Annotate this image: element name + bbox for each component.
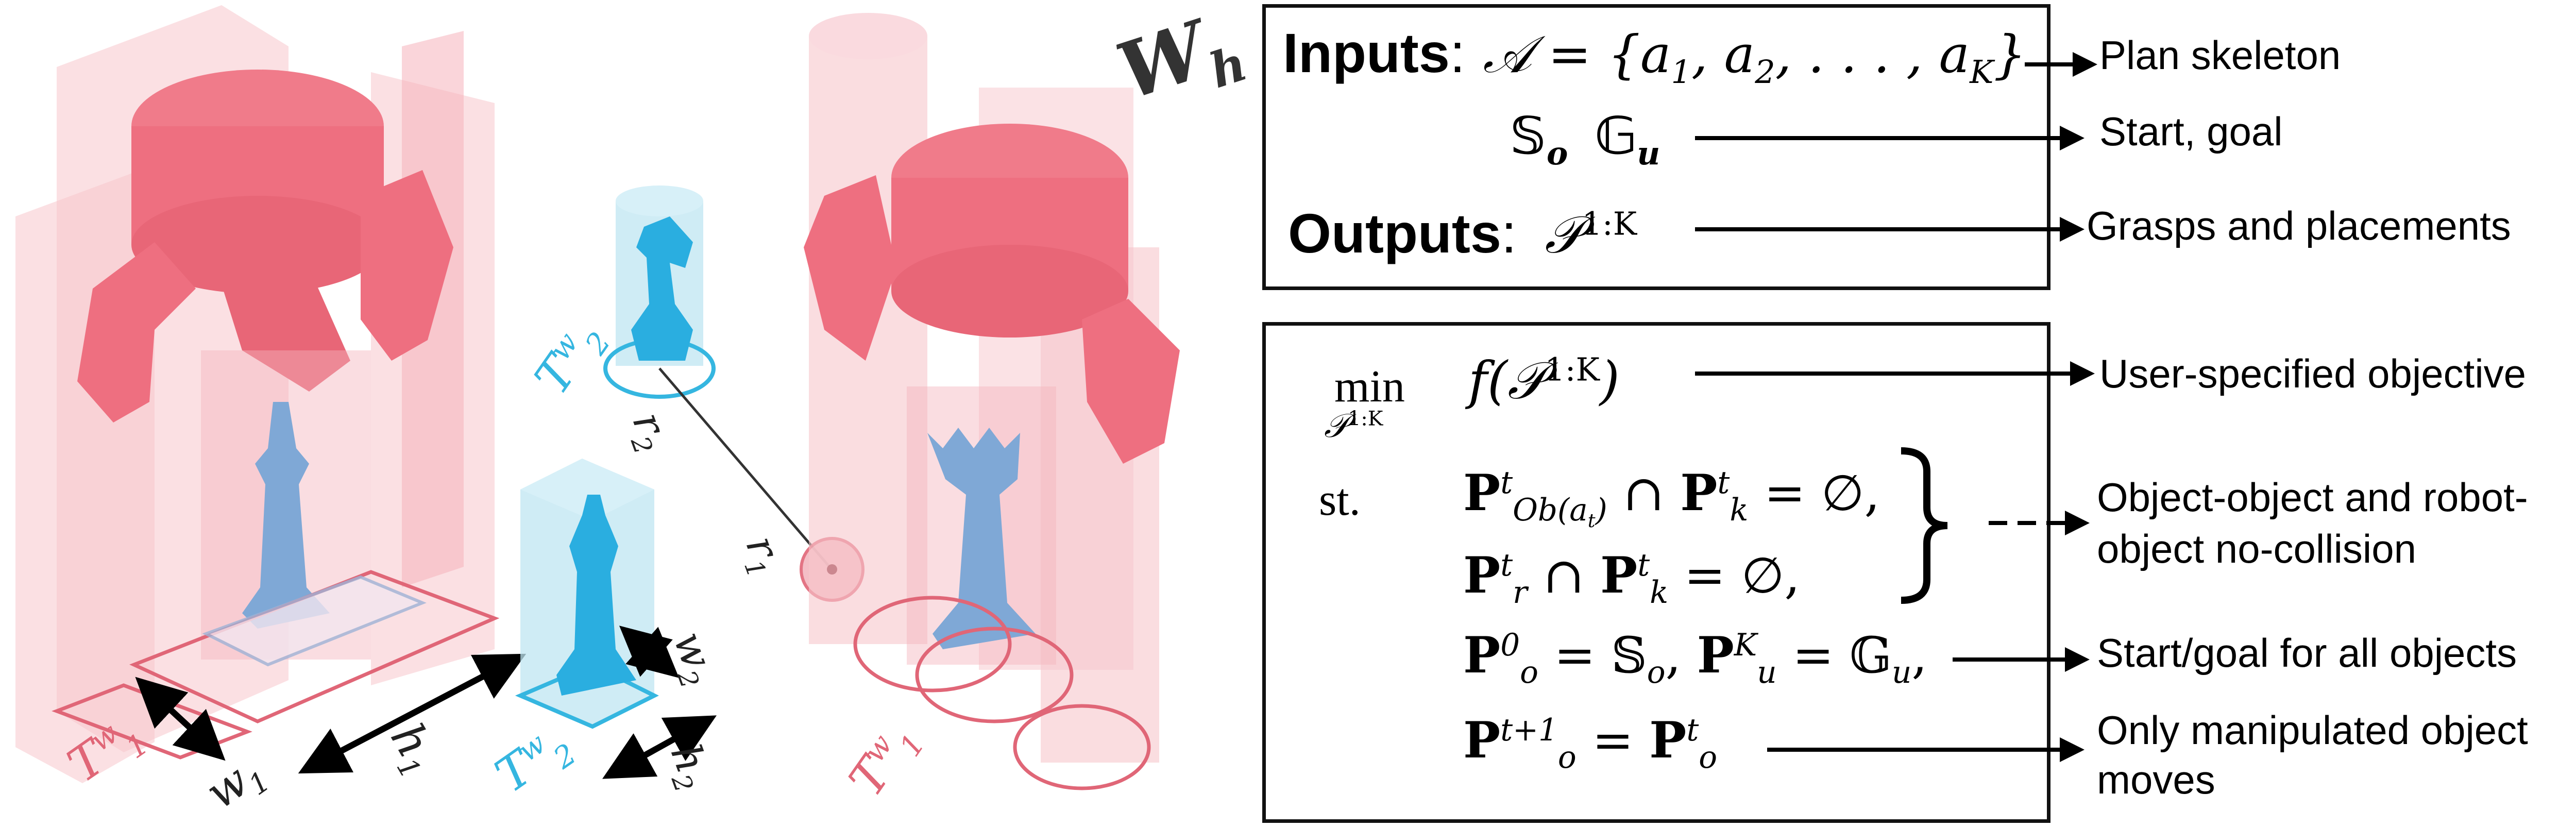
action-set: 𝒜 = {a1, a2, . . . , aK}: [1483, 24, 2027, 91]
annotation-user-objective: User-specified objective: [2099, 351, 2527, 396]
outputs-row: Outputs: 𝒫1:K: [1288, 201, 1637, 266]
constraint-only-manipulated: Pt+1o = Pto: [1463, 711, 1718, 776]
knight-cylinder-top: [616, 185, 703, 216]
left-footprint-inner: [202, 575, 427, 667]
constraint-object-object: PtOb(at) ∩ Ptk = ∅,: [1463, 464, 1880, 532]
annotation-no-collision-line2: object no-collision: [2097, 526, 2417, 571]
annotation-plan-skeleton: Plan skeleton: [2099, 32, 2341, 78]
left-king-piece: [242, 402, 330, 629]
r2-line: [658, 367, 831, 568]
knight-group: [603, 185, 716, 399]
right-robot-arm-right: [1082, 299, 1180, 464]
start-goal-expr: 𝕊o 𝔾u: [1510, 106, 1660, 172]
right-base-ring-1: [853, 596, 1012, 693]
bishop-group: [515, 459, 659, 729]
annotation-only-manipulated-line1: Only manipulated object: [2097, 707, 2528, 753]
inputs-label: Inputs: [1283, 22, 1450, 84]
left-robot-arm-left: [77, 242, 196, 423]
outputs-label: Outputs: [1288, 202, 1501, 264]
left-robot-arm-right: [361, 170, 453, 361]
inputs-row: Inputs: 𝒜 = {a1, a2, . . . , aK}: [1283, 21, 2027, 91]
optimization-box: [1262, 322, 2050, 823]
bishop-prism-top: [520, 459, 654, 520]
outputs-colon: :: [1501, 202, 1517, 264]
constraint-start-goal: P0o = 𝕊o, PKu = 𝔾u,: [1463, 626, 1927, 691]
h1-arrow-b: [298, 656, 517, 774]
st-label: st.: [1319, 475, 1361, 525]
right-queen-piece: [927, 428, 1036, 649]
min-operator: min: [1334, 362, 1405, 412]
h2-arrow-b: [602, 718, 707, 779]
objective-expr: f(𝒫1:K): [1468, 350, 1620, 411]
scene-illustration: [15, 5, 1180, 790]
right-cylinder-left-top: [809, 13, 927, 59]
left-robot-workspace: [15, 5, 500, 783]
annotation-start-goal-all: Start/goal for all objects: [2097, 630, 2517, 676]
left-frame-square: [52, 683, 252, 760]
right-robot-workspace: [804, 13, 1180, 790]
min-subscript: 𝒫1:K: [1324, 407, 1383, 445]
annotation-no-collision-line1: Object-object and robot-: [2097, 475, 2528, 520]
right-robot-base: [891, 245, 1128, 337]
bishop-piece: [556, 495, 636, 696]
annotation-grasps: Grasps and placements: [2087, 203, 2511, 248]
right-base-ring-2: [915, 627, 1074, 723]
left-robot-finger-center: [216, 268, 350, 392]
constraint-robot-object: Ptr ∩ Ptk = ∅,: [1463, 546, 1800, 611]
inputs-outputs-box: [1262, 4, 2050, 290]
annotation-only-manipulated-line2: moves: [2097, 757, 2215, 802]
knight-piece: [631, 216, 693, 361]
annotation-start-goal: Start, goal: [2099, 109, 2283, 154]
right-robot-arm-left: [804, 175, 896, 361]
w1-arrow-b: [135, 677, 219, 755]
output-plan: 𝒫1:K: [1545, 205, 1637, 265]
inputs-colon: :: [1449, 22, 1465, 84]
constraint-brace: [1901, 447, 1948, 604]
right-base-ring-3: [1013, 704, 1151, 790]
left-robot-base: [131, 196, 384, 294]
w2-arrow-b: [619, 626, 673, 677]
